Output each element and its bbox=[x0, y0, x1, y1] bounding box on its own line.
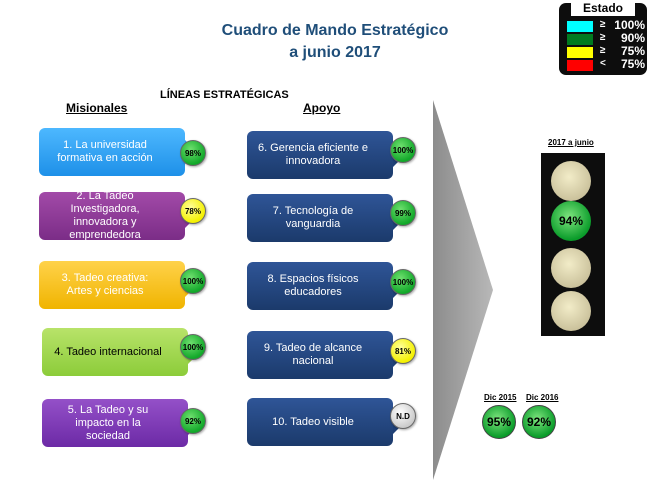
legend-value: 75% bbox=[620, 44, 645, 58]
legend-swatch-cyan bbox=[567, 21, 593, 32]
history-value: 95% bbox=[486, 415, 512, 429]
linea-9-box[interactable]: 9. Tadeo de alcance nacional bbox=[247, 331, 405, 379]
legend-swatch-red bbox=[567, 60, 593, 71]
linea-2-label: 2. La Tadeo Investigadora, innovadora y … bbox=[69, 190, 141, 241]
history-value: 92% bbox=[526, 415, 552, 429]
legend-title: Estado bbox=[582, 1, 623, 15]
legend-swatch-yellow bbox=[567, 47, 593, 58]
history-label-2015: Dic 2015 bbox=[484, 393, 517, 402]
linea-7-box[interactable]: 7. Tecnología de vanguardia bbox=[247, 194, 405, 242]
status-legend: Estado ≥ 100% ≥ 90% ≥ 75% < 75% bbox=[559, 0, 647, 75]
linea-3-box[interactable]: 3. Tadeo creativa: Artes y ciencias bbox=[39, 261, 197, 309]
page-title: Cuadro de Mando Estratégico a junio 2017 bbox=[200, 20, 470, 64]
linea-4-badge: 100% bbox=[180, 334, 206, 360]
legend-row: < 75% bbox=[567, 57, 645, 71]
traffic-light-label: 2017 a junio bbox=[548, 138, 594, 147]
linea-5-badge: 92% bbox=[180, 408, 206, 434]
legend-symbol: < bbox=[600, 58, 606, 69]
legend-row: ≥ 90% bbox=[567, 31, 645, 45]
lamp-on: 94% bbox=[551, 201, 591, 241]
history-label-2016: Dic 2016 bbox=[526, 393, 559, 402]
badge-value: 100% bbox=[182, 276, 204, 286]
linea-2-box[interactable]: 2. La Tadeo Investigadora, innovadora y … bbox=[39, 190, 197, 241]
badge-value: 99% bbox=[394, 208, 411, 218]
linea-8-box[interactable]: 8. Espacios físicos educadores bbox=[247, 262, 405, 310]
legend-row: ≥ 75% bbox=[567, 44, 645, 58]
badge-value: 100% bbox=[182, 342, 204, 352]
linea-1-label: 1. La universidad formativa en acción bbox=[57, 139, 153, 164]
linea-7-badge: 99% bbox=[390, 200, 416, 226]
badge-value: 81% bbox=[394, 346, 411, 356]
legend-symbol: ≥ bbox=[600, 32, 606, 43]
lamp-off bbox=[551, 248, 591, 288]
badge-value: 100% bbox=[392, 145, 414, 155]
history-circle-2015: 95% bbox=[482, 405, 516, 439]
linea-1-badge: 98% bbox=[180, 140, 206, 166]
badge-value: N.D bbox=[396, 411, 410, 421]
linea-4-box[interactable]: 4. Tadeo internacional bbox=[42, 328, 200, 376]
title-line-1: Cuadro de Mando Estratégico bbox=[221, 22, 449, 39]
lamp-off bbox=[551, 161, 591, 201]
linea-5-box[interactable]: 5. La Tadeo y su impacto en la sociedad bbox=[42, 399, 200, 447]
lamp-off bbox=[551, 291, 591, 331]
linea-4-label: 4. Tadeo internacional bbox=[54, 345, 162, 358]
badge-value: 98% bbox=[184, 148, 201, 158]
linea-10-badge: N.D bbox=[390, 403, 416, 429]
linea-3-badge: 100% bbox=[180, 268, 206, 294]
title-line-2: a junio 2017 bbox=[289, 44, 381, 61]
apoyo-label: Apoyo bbox=[303, 101, 341, 115]
badge-value: 78% bbox=[184, 206, 201, 216]
linea-1-box[interactable]: 1. La universidad formativa en acción bbox=[39, 128, 197, 176]
linea-9-badge: 81% bbox=[390, 338, 416, 364]
lineas-estrategicas-label: LÍNEAS ESTRATÉGICAS bbox=[160, 89, 289, 101]
linea-8-label: 8. Espacios físicos educadores bbox=[267, 273, 359, 298]
history-circle-2016: 92% bbox=[522, 405, 556, 439]
badge-value: 92% bbox=[184, 416, 201, 426]
linea-10-box[interactable]: 10. Tadeo visible bbox=[247, 398, 405, 446]
linea-10-label: 10. Tadeo visible bbox=[272, 415, 354, 428]
linea-8-badge: 100% bbox=[390, 269, 416, 295]
badge-value: 100% bbox=[392, 277, 414, 287]
traffic-light: 94% bbox=[541, 153, 605, 336]
misionales-label: Misionales bbox=[66, 101, 128, 115]
linea-2-badge: 78% bbox=[180, 198, 206, 224]
legend-value: 100% bbox=[614, 18, 645, 32]
big-arrow-shape bbox=[433, 100, 493, 480]
legend-swatch-green bbox=[567, 34, 593, 45]
linea-9-label: 9. Tadeo de alcance nacional bbox=[263, 342, 363, 367]
linea-6-label: 6. Gerencia eficiente e innovadora bbox=[257, 142, 369, 167]
legend-symbol: ≥ bbox=[600, 19, 606, 30]
legend-value: 75% bbox=[620, 57, 645, 71]
linea-6-box[interactable]: 6. Gerencia eficiente e innovadora bbox=[247, 131, 405, 179]
legend-row: ≥ 100% bbox=[567, 18, 645, 32]
traffic-light-value: 94% bbox=[558, 214, 584, 228]
linea-7-label: 7. Tecnología de vanguardia bbox=[272, 205, 354, 230]
legend-symbol: ≥ bbox=[600, 45, 606, 56]
linea-5-label: 5. La Tadeo y su impacto en la sociedad bbox=[67, 403, 149, 442]
legend-value: 90% bbox=[620, 31, 645, 45]
linea-6-badge: 100% bbox=[390, 137, 416, 163]
linea-3-label: 3. Tadeo creativa: Artes y ciencias bbox=[61, 272, 149, 297]
